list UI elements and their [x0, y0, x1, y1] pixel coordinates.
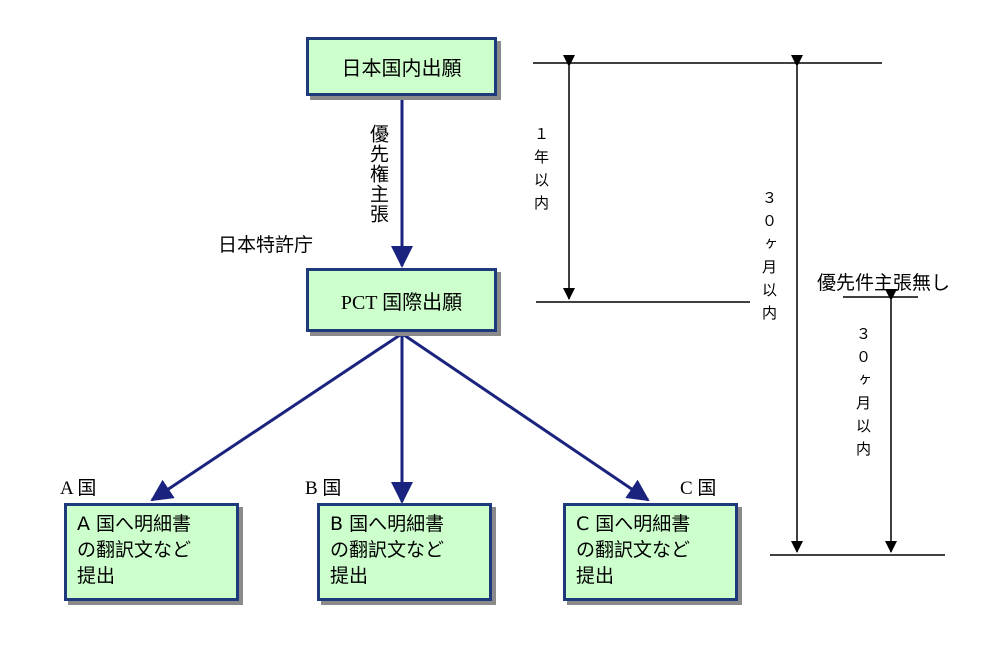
- pct-application-label: PCT 国際出願: [340, 291, 463, 314]
- b-translation-box: B 国へ明細書 の翻訳文など 提出: [317, 503, 492, 601]
- jpo-label: 日本特許庁: [218, 234, 314, 256]
- pct-application-box: PCT 国際出願: [306, 268, 497, 332]
- jp-application-label: 日本国内出願: [341, 56, 462, 80]
- c-translation-line-1: C 国へ明細書: [576, 513, 691, 535]
- a-translation-line-2: の翻訳文など: [77, 539, 192, 561]
- jp-application-box: 日本国内出願: [306, 37, 497, 96]
- c-translation-line-2: の翻訳文など: [576, 539, 691, 561]
- a-translation-box: A 国へ明細書 の翻訳文など 提出: [64, 503, 239, 601]
- c-translation-box: C 国へ明細書 の翻訳文など 提出: [563, 503, 738, 601]
- within-30-months-2-label: ３０ヶ月以内: [854, 326, 872, 464]
- b-translation-line-3: 提出: [330, 565, 369, 587]
- within-30-months-label: ３０ヶ月以内: [760, 190, 778, 328]
- country-b-label: B 国: [305, 478, 342, 499]
- b-translation-line-1: B 国へ明細書: [330, 513, 445, 535]
- a-translation-line-1: A 国へ明細書: [77, 513, 192, 535]
- b-translation-line-2: の翻訳文など: [330, 539, 445, 561]
- country-c-label: C 国: [680, 478, 717, 499]
- no-priority-claim-label: 優先件主張無し: [817, 272, 951, 294]
- c-translation-line-3: 提出: [576, 565, 615, 587]
- country-a-label: A 国: [60, 478, 97, 499]
- a-translation-line-3: 提出: [77, 565, 116, 587]
- within-1-year-label: １年以内: [532, 126, 550, 218]
- arrow-pct-to-a: [150, 333, 401, 502]
- priority-claim-label: 優先権主張: [367, 124, 389, 224]
- arrow-pct-to-c: [403, 333, 650, 502]
